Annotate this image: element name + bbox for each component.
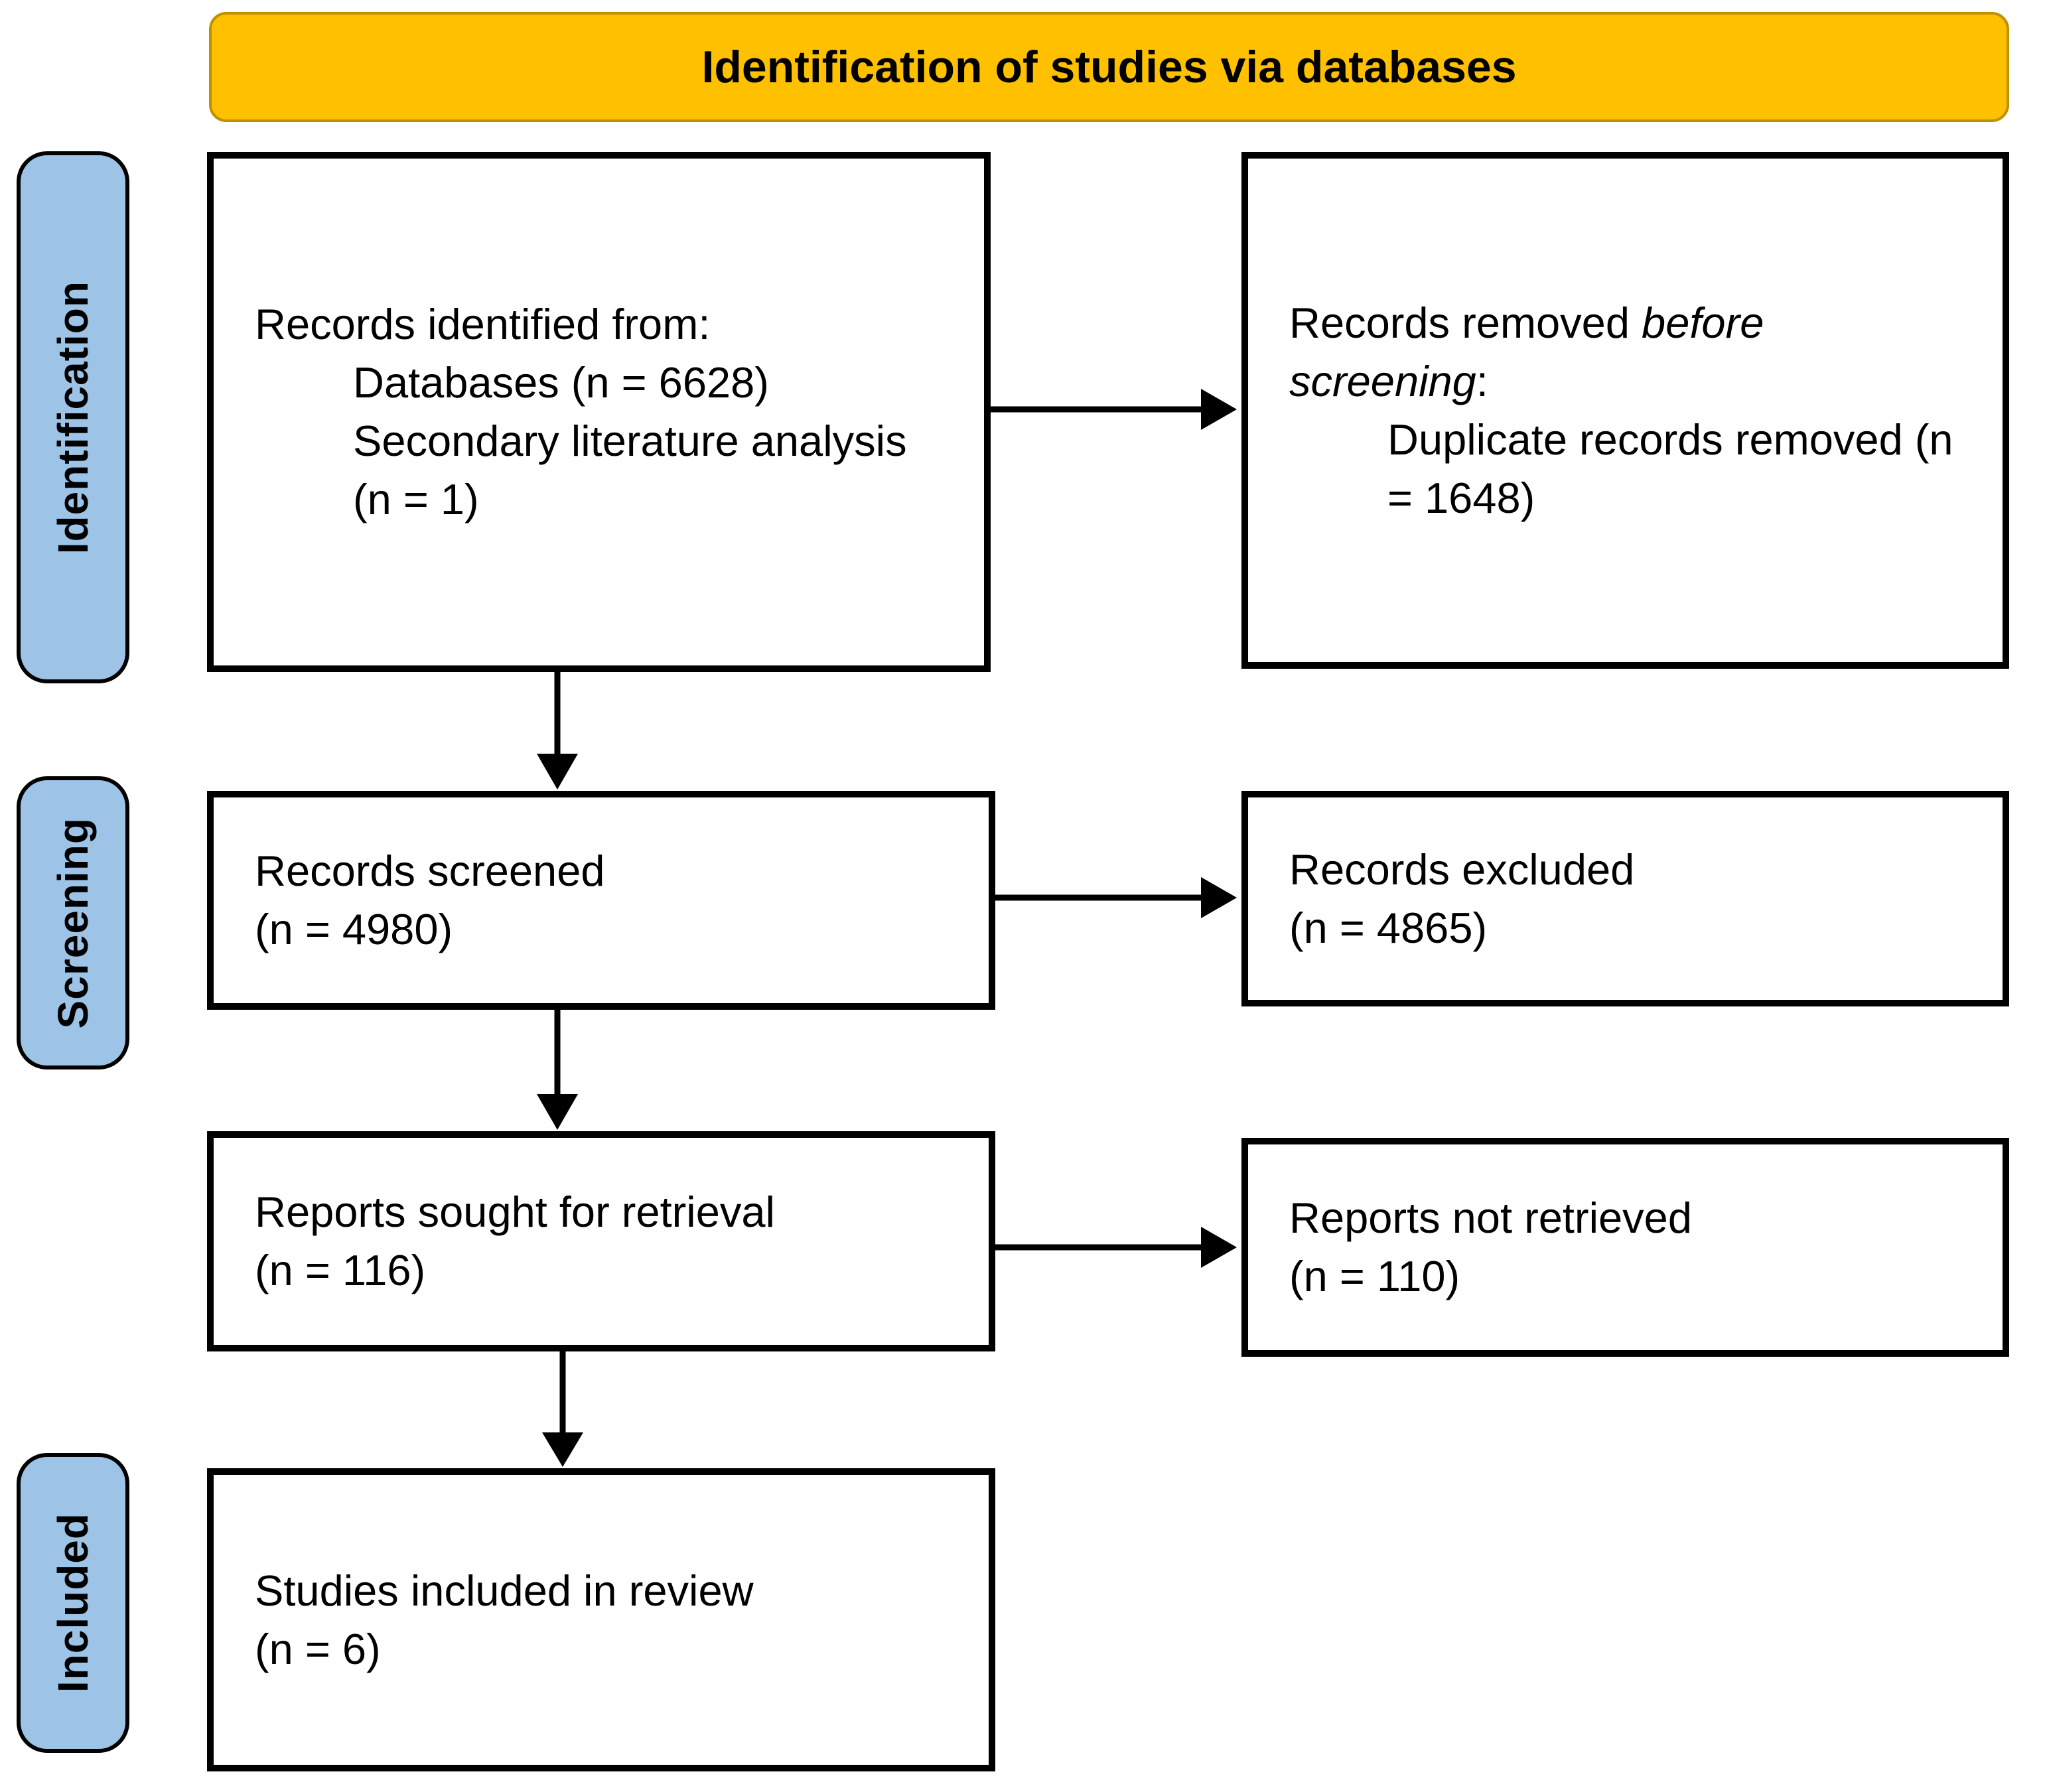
box-text-line: Secondary literature analysis [353, 417, 907, 465]
arrow-sought-to-included [542, 1351, 583, 1467]
box-records-removed-before-screening: Records removed before screening: Duplicat… [1241, 152, 2009, 669]
arrow-sought-to-not-retrieved [995, 1227, 1237, 1268]
arrow-screened-to-sought [537, 1010, 578, 1130]
box-text-line: Records identified from: [255, 300, 711, 348]
stage-label-identification-text: Identification [49, 280, 97, 555]
box-text-line: (n = 1) [353, 475, 479, 523]
box-text-line: Studies included in review [255, 1566, 754, 1615]
box-text-line: Records screened [255, 847, 605, 895]
box-text-line: Duplicate records removed (n [1387, 415, 1953, 464]
box-text-line: Reports not retrieved [1289, 1194, 1692, 1242]
box-records-identified: Records identified from: Databases (n = 6… [207, 152, 991, 672]
box-records-screened: Records screened (n = 4980) [207, 791, 995, 1010]
box-text-line: = 1648) [1387, 473, 1535, 522]
box-text-line: Records excluded [1289, 845, 1635, 894]
stage-label-screening: Screening [17, 776, 129, 1069]
arrow-screened-to-excluded [995, 877, 1237, 918]
box-studies-included-in-review: Studies included in review (n = 6) [207, 1468, 995, 1771]
box-text-line: (n = 6) [255, 1624, 381, 1673]
box-text-line: (n = 4980) [255, 905, 453, 953]
box-text-line: screening: [1289, 356, 1488, 405]
stage-label-included-text: Included [49, 1513, 97, 1693]
box-text-line: (n = 116) [255, 1246, 426, 1294]
header-banner-title: Identification of studies via databases [701, 42, 1517, 92]
box-text-line: (n = 4865) [1289, 903, 1488, 952]
box-reports-sought-for-retrieval: Reports sought for retrieval (n = 116) [207, 1131, 995, 1351]
arrow-identified-to-screened [537, 672, 578, 790]
stage-label-screening-text: Screening [49, 817, 97, 1029]
box-reports-not-retrieved: Reports not retrieved (n = 110) [1241, 1138, 2009, 1357]
arrow-identified-to-removed [991, 389, 1237, 430]
box-records-excluded: Records excluded (n = 4865) [1241, 791, 2009, 1006]
box-text-line: Records removed before [1289, 298, 1764, 347]
box-text-line: (n = 110) [1289, 1252, 1460, 1300]
stage-label-included: Included [17, 1453, 129, 1753]
box-text-line: Databases (n = 6628) [353, 358, 769, 407]
stage-label-identification: Identification [17, 151, 129, 683]
box-text-line: Reports sought for retrieval [255, 1188, 775, 1236]
header-banner: Identification of studies via databases [209, 12, 2009, 122]
